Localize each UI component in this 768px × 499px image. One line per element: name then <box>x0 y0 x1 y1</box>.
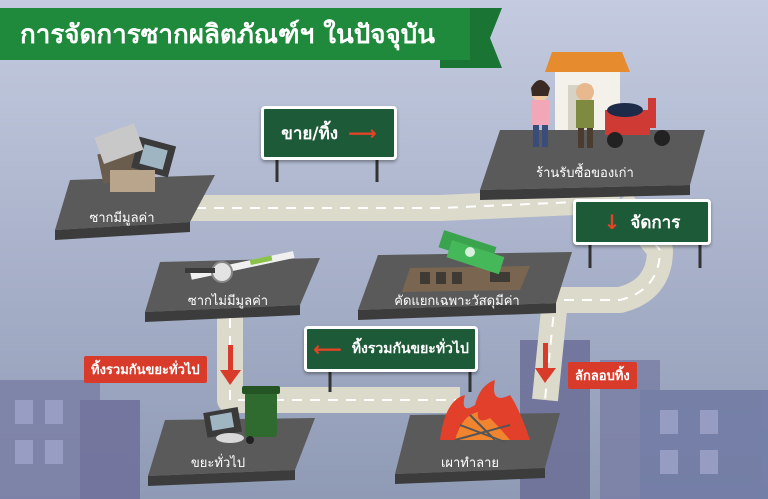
people-icon <box>531 80 594 148</box>
flow-arrow-down-right <box>535 343 556 383</box>
sign-discard-with-general: ⟵ ทิ้งรวมกันขยะทั่วไป <box>304 326 478 372</box>
sign-discard-with-general-label: ทิ้งรวมกันขยะทั่วไป <box>351 341 469 357</box>
arrow-right-icon: ⟶ <box>348 121 377 145</box>
tag-discard-with-general: ทิ้งรวมกันขยะทั่วไป <box>84 356 207 383</box>
sign-manage-label: จัดการ <box>630 212 681 233</box>
label-non-valuable-waste: ซากไม่มีมูลค่า <box>187 294 269 309</box>
circuit-board-money-icon <box>402 230 530 292</box>
page-title: การจัดการซากผลิตภัณฑ์ฯ ในปัจจุบัน <box>0 8 470 60</box>
platform-valuable-waste <box>55 175 215 240</box>
motorcycle-cart-icon <box>605 98 670 148</box>
sign-manage: ↓ จัดการ <box>573 199 711 245</box>
sign-sell-discard-label: ขาย/ทิ้ง <box>281 123 339 144</box>
sign-sell-discard: ขาย/ทิ้ง ⟶ <box>261 106 397 160</box>
flow-arrow-down-left <box>220 345 241 385</box>
label-general-waste: ขยะทั่วไป <box>190 456 246 471</box>
fire-icon <box>440 380 530 443</box>
broken-fan-icon <box>185 251 295 283</box>
scrap-pile-icon <box>94 123 177 192</box>
waste-bin-icon <box>203 386 280 444</box>
tag-illegal-dumping: ลักลอบทิ้ง <box>568 362 637 389</box>
label-junk-shop: ร้านรับซื้อของเก่า <box>536 166 634 181</box>
label-burning: เผาทำลาย <box>440 456 500 471</box>
label-sort-valuables: คัดแยกเฉพาะวัสดุมีค่า <box>394 294 520 309</box>
page-title-text: การจัดการซากผลิตภัณฑ์ฯ ในปัจจุบัน <box>20 19 435 50</box>
arrow-down-icon: ↓ <box>603 210 621 234</box>
arrow-left-icon: ⟵ <box>313 337 342 361</box>
label-valuable-waste: ซากมีมูลค่า <box>89 211 155 226</box>
